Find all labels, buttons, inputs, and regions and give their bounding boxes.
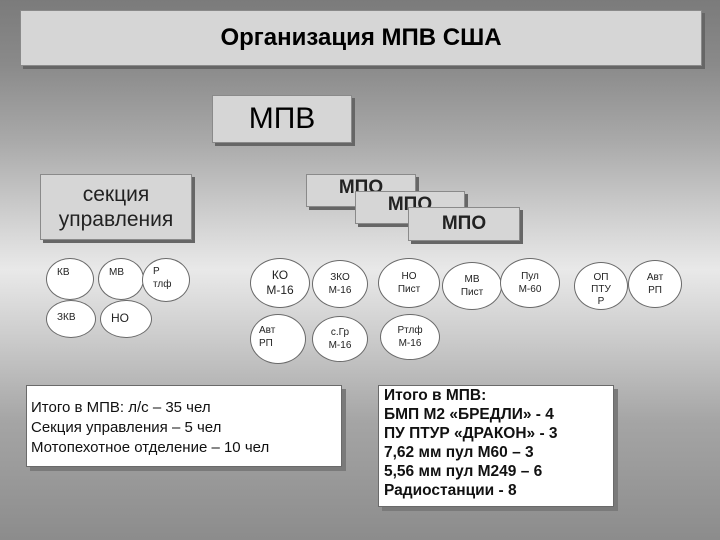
unit-avt-rp-2: Авт РП <box>250 314 306 364</box>
unit-zkv: ЗКВ <box>46 300 96 338</box>
equipment-ptur-line: ПУ ПТУР «ДРАКОН» - 3 <box>384 425 558 442</box>
mpv-box: МПВ <box>212 95 352 143</box>
control-section-box: секция управления <box>40 174 192 240</box>
personnel-totals-box: Итого в МПВ: л/с – 35 чел Секция управле… <box>26 385 342 467</box>
unit-ko: КО М-16 <box>250 258 310 308</box>
unit-kv: КВ <box>46 258 94 300</box>
unit-no: НО <box>100 300 152 338</box>
equipment-bmp-line: БМП М2 «БРЕДЛИ» - 4 <box>384 406 554 423</box>
equipment-m249-line: 5,56 мм пул М249 – 6 <box>384 463 543 480</box>
unit-op-ptur: ОП ПТУ Р <box>574 262 628 310</box>
unit-mv-pist: МВ Пист <box>442 262 502 310</box>
unit-rtlf-m16: Ртлф М-16 <box>380 314 440 360</box>
unit-pul-m60: Пул М-60 <box>500 258 560 308</box>
unit-avt-rp-1: Авт РП <box>628 260 682 308</box>
equipment-totals-box: Итого в МПВ: БМП М2 «БРЕДЛИ» - 4 ПУ ПТУР… <box>378 385 614 507</box>
mpo-box-3: МПО <box>408 207 520 241</box>
unit-mv: МВ <box>98 258 144 300</box>
equipment-m60-line: 7,62 мм пул М60 – 3 <box>384 444 534 461</box>
equipment-radio-line: Радиостанции - 8 <box>384 482 517 499</box>
personnel-squad-line: Мотопехотное отделение – 10 чел <box>31 439 270 456</box>
personnel-control-line: Секция управления – 5 чел <box>31 419 222 436</box>
unit-zko: ЗКО М-16 <box>312 260 368 308</box>
personnel-total-line: Итого в МПВ: л/с – 35 чел <box>31 399 211 416</box>
page-title: Организация МПВ США <box>20 10 702 66</box>
unit-sgr-m16: с.Гр М-16 <box>312 316 368 362</box>
unit-no-pist: НО Пист <box>378 258 440 308</box>
unit-r-tlf: Р тлф <box>142 258 190 302</box>
equipment-total-heading: Итого в МПВ: <box>384 387 487 404</box>
